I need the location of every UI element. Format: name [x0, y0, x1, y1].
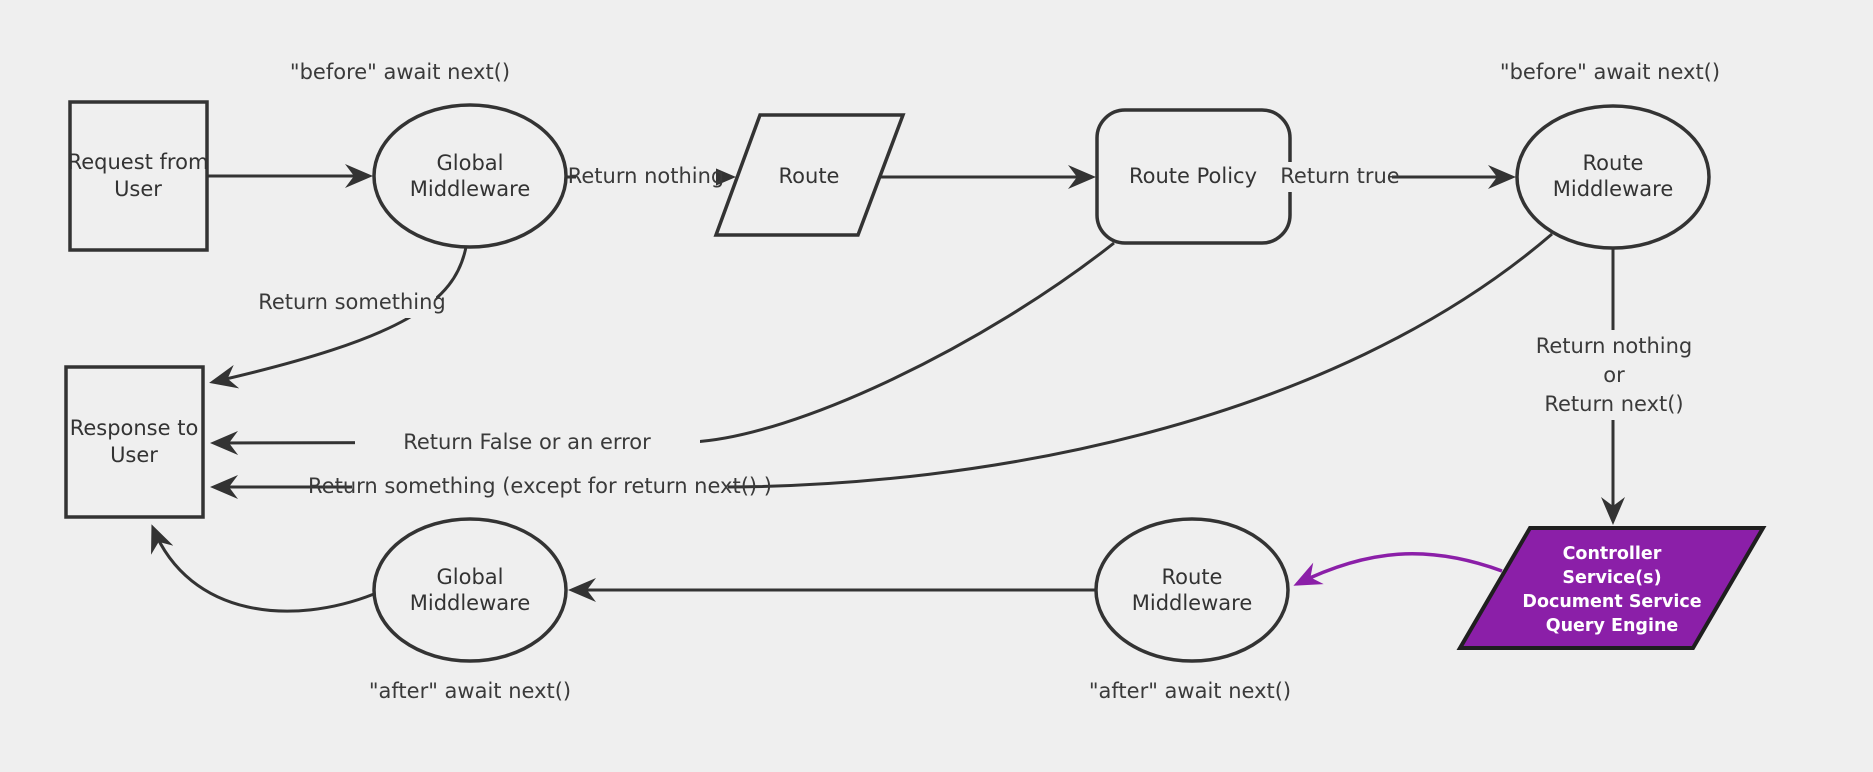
label-return-true: Return true [1280, 164, 1399, 188]
labelbg-return-something [268, 288, 436, 318]
node-request-from-user [68, 100, 209, 252]
controller-label-line3: Document Service [1522, 592, 1701, 612]
response-to-user-label-line2: User [110, 443, 158, 467]
edge-controller-to-routemw-bottom [1293, 552, 1503, 586]
edge-policy-to-response [210, 241, 1115, 455]
edge-global-bottom-to-response [151, 524, 375, 613]
global-middleware-top-label-line1: Global [437, 151, 504, 175]
controller-label-line4: Query Engine [1546, 616, 1679, 636]
global-middleware-bottom-label-line1: Global [437, 565, 504, 589]
global-middleware-bottom-label-line2: Middleware [410, 591, 531, 615]
route-label: Route [779, 164, 840, 188]
labelbg-return-nothing-or [1528, 330, 1700, 420]
route-middleware-top-label-line2: Middleware [1553, 177, 1674, 201]
label-before-await-next-top-right: "before" await next() [1500, 60, 1720, 84]
route-middleware-bottom-label-line2: Middleware [1132, 591, 1253, 615]
controller-label-line2: Service(s) [1562, 568, 1661, 588]
label-after-await-next-bottom-right: "after" await next() [1089, 679, 1291, 703]
labelbg-return-false [355, 428, 700, 458]
label-return-nothing-or-line3: Return next() [1544, 392, 1683, 416]
node-route-middleware-bottom [1094, 517, 1290, 663]
node-response-to-user [64, 365, 205, 519]
request-from-user-label-line1: Request from [68, 150, 209, 174]
labelbg-return-something-except [352, 472, 728, 502]
label-return-nothing: Return nothing [568, 164, 725, 188]
edge-global-to-response [209, 246, 468, 389]
route-middleware-top-label-line1: Route [1583, 151, 1644, 175]
label-return-something-except: Return something (except for return next… [308, 474, 772, 498]
edge-routemw-to-response [210, 232, 1553, 499]
node-route [713, 113, 906, 237]
node-global-middleware-bottom [372, 517, 568, 663]
route-middleware-bottom-label-line1: Route [1162, 565, 1223, 589]
label-return-something: Return something [258, 290, 446, 314]
label-before-await-next-top-left: "before" await next() [290, 60, 510, 84]
response-to-user-label-line1: Response to [70, 416, 199, 440]
node-controller-services [1456, 526, 1767, 650]
global-middleware-top-label-line2: Middleware [410, 177, 531, 201]
node-route-middleware-top [1515, 104, 1711, 250]
label-return-nothing-or-line2: or [1603, 363, 1625, 387]
route-policy-label: Route Policy [1129, 164, 1257, 188]
label-return-nothing-or-line1: Return nothing [1536, 334, 1693, 358]
controller-label-line1: Controller [1563, 544, 1662, 564]
request-from-user-label-line2: User [114, 177, 162, 201]
node-global-middleware-top [372, 103, 568, 249]
labelbg-return-nothing [576, 162, 716, 192]
label-return-false-or-error: Return False or an error [403, 430, 651, 454]
labelbg-return-true [1288, 162, 1392, 192]
label-after-await-next-bottom-left: "after" await next() [369, 679, 571, 703]
